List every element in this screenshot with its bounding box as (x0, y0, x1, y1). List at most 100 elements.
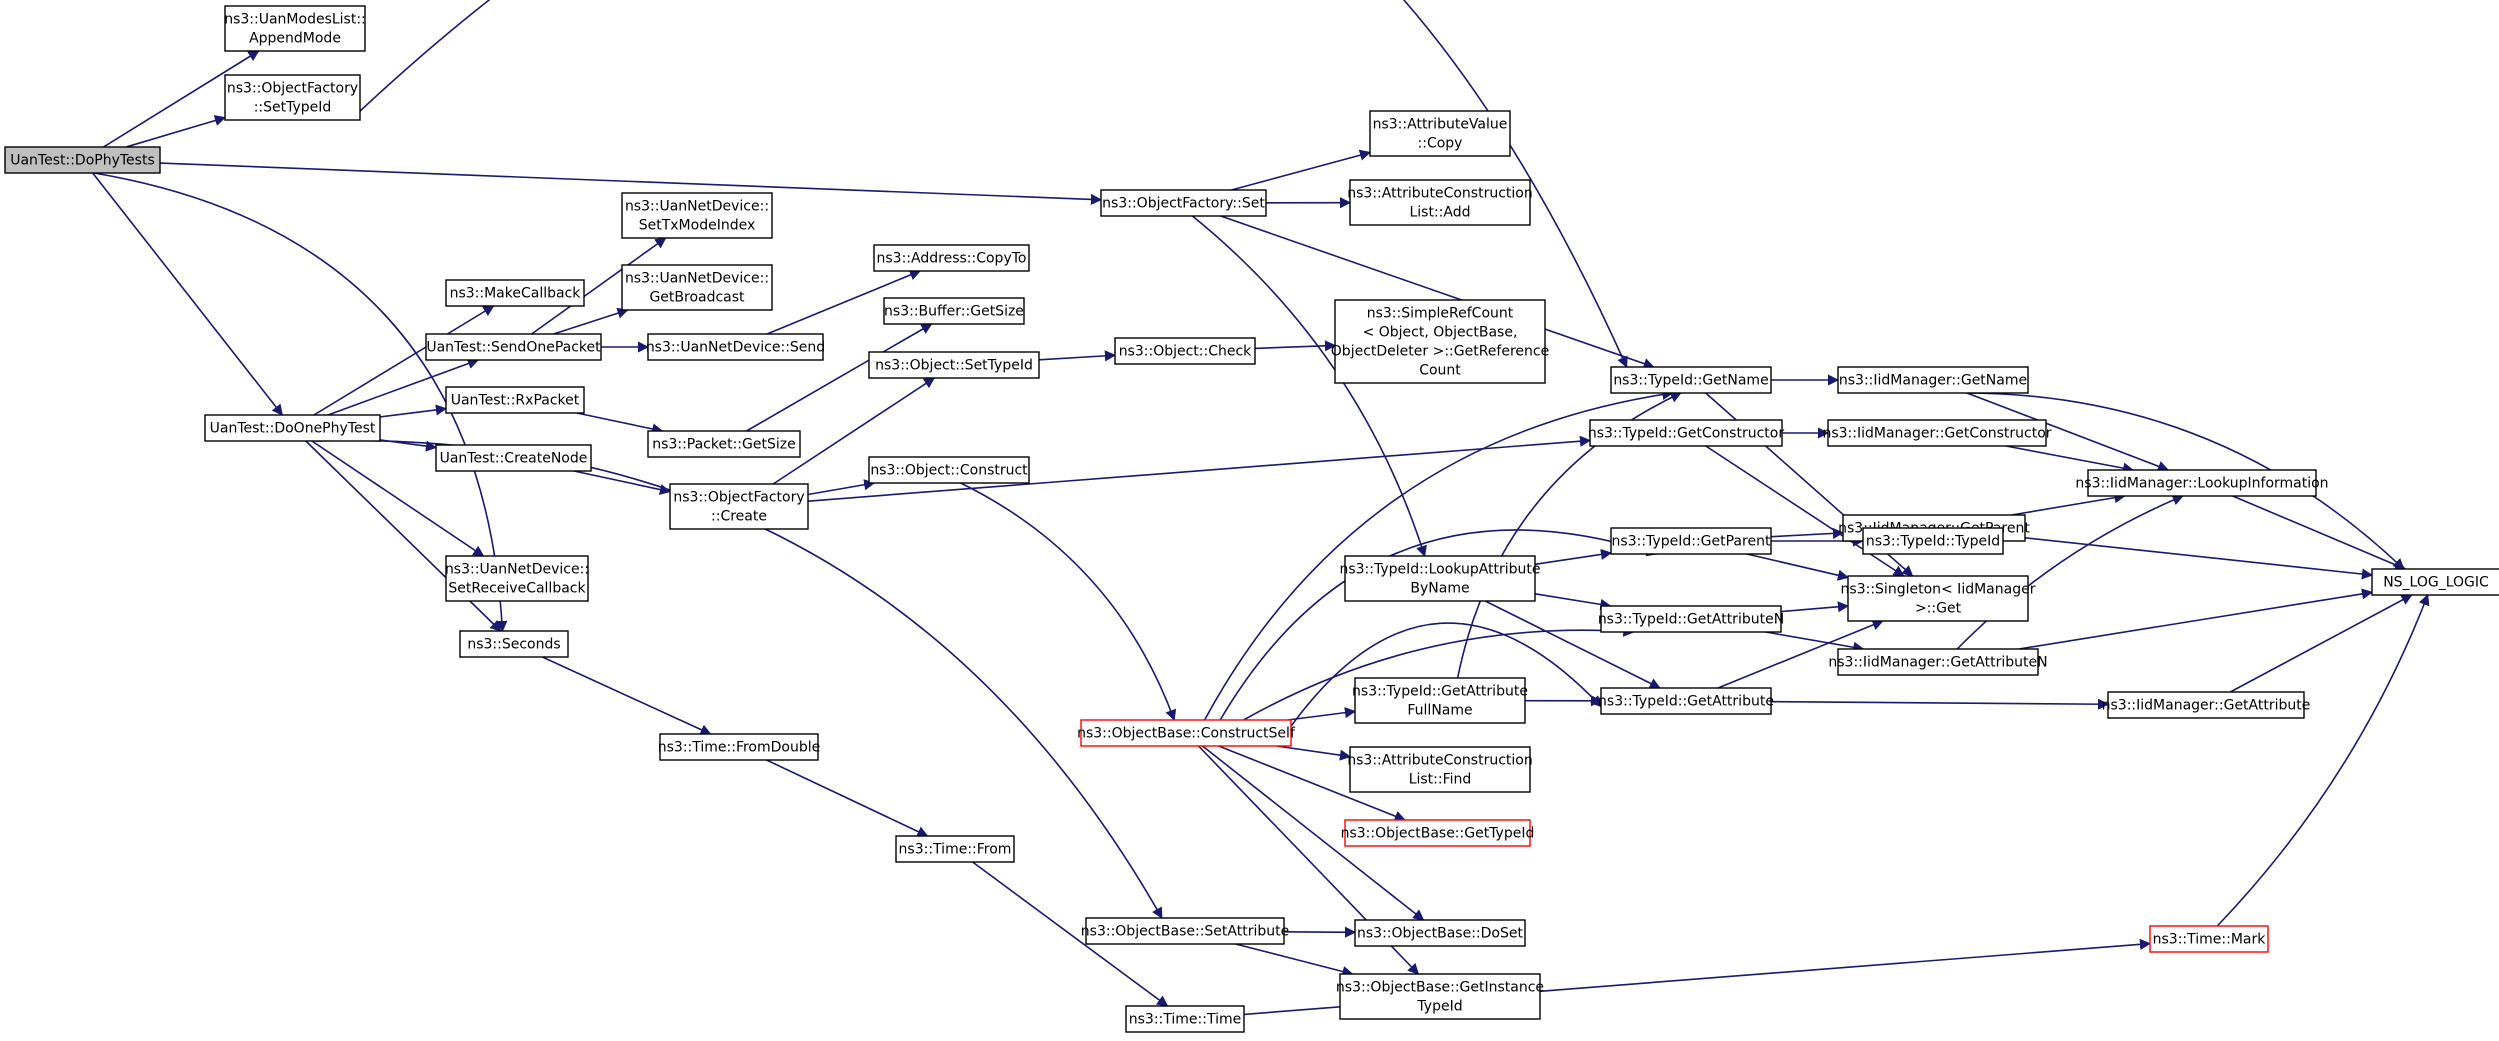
node-time-time[interactable]: ns3::Time::Time (1125, 1005, 1245, 1033)
node-of-set[interactable]: ns3::ObjectFactory::Set (1100, 189, 1267, 217)
node-box (1837, 366, 2029, 394)
node-box (1339, 973, 1541, 1020)
node-box (1349, 179, 1531, 226)
node-label: ns3::UanNetDevice:: (445, 562, 589, 578)
node-of-create[interactable]: ns3::ObjectFactory::Create (669, 483, 809, 530)
edge-tid_lookup-to-tid_getparent (1534, 548, 1613, 566)
node-box (1114, 337, 1256, 365)
node-box (1827, 419, 2047, 447)
node-iid-getctor[interactable]: ns3::IidManager::GetConstructor (1822, 419, 2052, 447)
node-box (647, 430, 801, 458)
node-iid-getname[interactable]: ns3::IidManager::GetName (1837, 366, 2029, 394)
node-time-from[interactable]: ns3::Time::From (895, 835, 1015, 863)
node-set-recv-cb[interactable]: ns3::UanNetDevice::SetReceiveCallback (445, 555, 589, 602)
node-iid-getattr[interactable]: ns3::IidManager::GetAttribute (2102, 691, 2311, 719)
node-do-one[interactable]: UanTest::DoOnePhyTest (204, 414, 381, 442)
node-label: >::Get (1915, 601, 1962, 617)
edge-pkt_getsize-to-buf_getsize (746, 323, 933, 432)
node-obj-construct[interactable]: ns3::Object::Construct (868, 456, 1030, 484)
node-root[interactable]: UanTest::DoPhyTests (4, 146, 161, 174)
node-ob-setattr[interactable]: ns3::ObjectBase::SetAttribute (1081, 917, 1289, 945)
node-rx-packet[interactable]: UanTest::RxPacket (445, 386, 585, 414)
node-create-node[interactable]: UanTest::CreateNode (435, 444, 592, 472)
node-label: ::SetTypeId (254, 100, 332, 116)
edge-ob_constructself-to-ob_gettypeid (1218, 745, 1406, 822)
node-av-copy[interactable]: ns3::AttributeValue::Copy (1369, 110, 1511, 157)
node-label: ns3::Singleton< IidManager (1841, 582, 2036, 598)
node-label: ns3::Address::CopyTo (877, 251, 1027, 267)
call-nodes: UanTest::DoPhyTests ns3::UanModesList::Ap… (4, 5, 2499, 1033)
node-tid-getattr[interactable]: ns3::TypeId::GetAttribute (1598, 687, 1774, 715)
edge-ob_constructself-to-ob_doset (1202, 745, 1425, 921)
edge-time_mark-to-ns_log (2216, 593, 2430, 927)
node-obj-settypeid[interactable]: ns3::Object::SetTypeId (868, 351, 1040, 379)
edge-ob_constructself-to-tid_getattr (1290, 622, 1602, 727)
node-seconds[interactable]: ns3::Seconds (459, 630, 569, 658)
node-make-callback[interactable]: ns3::MakeCallback (445, 279, 585, 307)
node-label: UanTest::CreateNode (440, 451, 588, 467)
call-edges (92, 0, 2430, 1016)
node-obj-check[interactable]: ns3::Object::Check (1114, 337, 1256, 365)
node-of-settypeid[interactable]: ns3::ObjectFactory::SetTypeId (224, 74, 361, 121)
node-label: ns3::AttributeValue (1373, 117, 1508, 133)
node-ob-gettypeid[interactable]: ns3::ObjectBase::GetTypeId (1341, 819, 1535, 847)
node-box (1100, 189, 1267, 217)
node-singleton-get[interactable]: ns3::Singleton< IidManager>::Get (1841, 575, 2036, 622)
node-ns-log[interactable]: NS_LOG_LOGIC (2371, 568, 2499, 596)
edge-root-to-append_mode (103, 50, 260, 148)
edge-root-to-do_one (92, 172, 284, 416)
node-box (2087, 469, 2317, 497)
edge-obj_check-to-simple_ref (1254, 340, 1337, 352)
node-box (1610, 366, 1772, 394)
edge-do_one-to-make_callback (313, 305, 495, 416)
node-box (868, 456, 1030, 484)
edge-of_create-to-obj_settypeid (772, 377, 936, 485)
edge-tid_getattrn-to-singleton_get (1780, 601, 1850, 613)
node-addr-copyto[interactable]: ns3::Address::CopyTo (873, 244, 1030, 272)
node-label: List::Find (1409, 772, 1472, 788)
node-box (445, 386, 585, 414)
node-send-one[interactable]: UanTest::SendOnePacket (425, 333, 602, 361)
node-box (2107, 691, 2305, 719)
node-label: SetTxModeIndex (639, 218, 756, 234)
edge-iid_getattr-to-ns_log (2229, 594, 2413, 693)
node-iid-lookup[interactable]: ns3::IidManager::LookupInformation (2075, 469, 2329, 497)
node-tid-typeid[interactable]: ns3::TypeId::TypeId (1862, 527, 2004, 555)
node-tid-getctor[interactable]: ns3::TypeId::GetConstructor (1588, 419, 1784, 447)
node-box (4, 146, 161, 174)
node-buf-getsize[interactable]: ns3::Buffer::GetSize (883, 297, 1025, 325)
node-label: ns3::TypeId::GetParent (1612, 534, 1771, 550)
node-ob-constructself[interactable]: ns3::ObjectBase::ConstructSelf (1077, 719, 1296, 747)
node-label: ns3::Seconds (467, 637, 560, 653)
edge-ob_constructself-to-tid_getattrn (1243, 625, 1635, 721)
node-box (621, 264, 773, 311)
node-nd-send[interactable]: ns3::UanNetDevice::Send (646, 333, 825, 361)
node-label: ns3::UanNetDevice::Send (646, 340, 825, 356)
node-pkt-getsize[interactable]: ns3::Packet::GetSize (647, 430, 801, 458)
node-append-mode[interactable]: ns3::UanModesList::AppendMode (224, 5, 366, 52)
node-box (1610, 527, 1772, 555)
node-label: ns3::IidManager::GetConstructor (1822, 426, 2051, 442)
node-tid-getparent[interactable]: ns3::TypeId::GetParent (1610, 527, 1772, 555)
node-label: ns3::IidManager::GetAttributeN (1828, 655, 2047, 671)
node-ob-doset[interactable]: ns3::ObjectBase::DoSet (1354, 919, 1526, 947)
node-tid-getattrn[interactable]: ns3::TypeId::GetAttributeN (1598, 605, 1784, 633)
node-tid-getname[interactable]: ns3::TypeId::GetName (1610, 366, 1772, 394)
node-box (669, 483, 809, 530)
node-get-broadcast[interactable]: ns3::UanNetDevice::GetBroadcast (621, 264, 773, 311)
node-set-tx-mode[interactable]: ns3::UanNetDevice::SetTxModeIndex (621, 192, 773, 239)
node-label: ns3::IidManager::GetName (1839, 373, 2027, 389)
node-iid-getattrn[interactable]: ns3::IidManager::GetAttributeN (1828, 648, 2048, 676)
edge-ob_constructself-to-tid_getattrfull (1287, 707, 1357, 721)
node-box (425, 333, 602, 361)
node-time-fromdouble[interactable]: ns3::Time::FromDouble (658, 733, 821, 761)
node-simple-ref[interactable]: ns3::SimpleRefCount< Object, ObjectBase,… (1331, 299, 1549, 384)
node-time-mark[interactable]: ns3::Time::Mark (2149, 925, 2269, 953)
node-box (1080, 719, 1292, 747)
edge-ob_constructself-to-tid_getparent (1219, 529, 1658, 721)
